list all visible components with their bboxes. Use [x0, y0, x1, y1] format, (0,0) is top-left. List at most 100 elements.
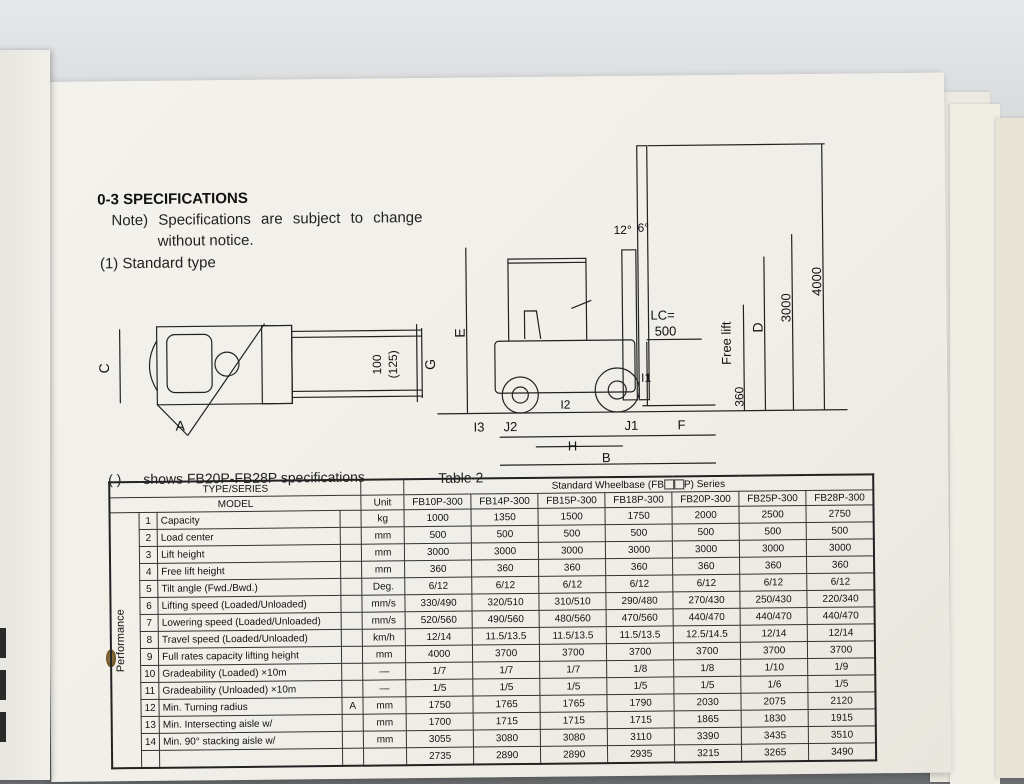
row-value: 1915	[808, 708, 876, 727]
row-number: 14	[141, 733, 160, 751]
row-number: 2	[139, 529, 158, 547]
row-value: 3000	[404, 543, 472, 561]
row-value: 2750	[806, 504, 874, 523]
row-unit: mm	[361, 560, 405, 579]
dim-J2: J2	[504, 419, 518, 434]
dim-I1: I1	[641, 371, 651, 385]
angle-fwd: 12°	[614, 223, 632, 237]
row-flag	[340, 561, 362, 579]
row-item	[159, 748, 343, 768]
row-value: 3110	[607, 727, 675, 746]
row-value: 1/5	[807, 674, 876, 693]
row-value: 1/8	[606, 659, 674, 678]
row-value: 1/6	[740, 675, 809, 694]
row-value: 1/5	[405, 679, 474, 697]
row-value: 270/430	[672, 591, 741, 609]
row-value: 3700	[472, 644, 540, 663]
row-unit: km/h	[362, 628, 406, 647]
row-value: 1715	[607, 710, 675, 729]
row-value: 360	[672, 557, 740, 575]
row-value: 6/12	[806, 572, 875, 591]
row-value: 490/560	[472, 610, 540, 629]
row-value: 500	[672, 523, 740, 541]
lc-label: LC=	[650, 307, 674, 322]
row-flag	[341, 595, 363, 613]
row-item: Lift height	[157, 544, 341, 564]
row-value: 3490	[808, 742, 877, 762]
row-value: 1/8	[673, 659, 741, 677]
row-value: 3390	[674, 727, 742, 745]
row-number: 13	[141, 716, 160, 734]
row-value: 3000	[471, 542, 539, 561]
dim-I2: I2	[560, 398, 570, 412]
row-unit: mm/s	[362, 594, 406, 613]
row-value: 2500	[739, 505, 807, 524]
row-number: 3	[139, 546, 158, 564]
row-value: 1/5	[472, 678, 541, 697]
row-item: Capacity	[157, 510, 341, 530]
dim-G: G	[422, 359, 438, 370]
row-flag	[342, 714, 364, 732]
row-item: Min. Turning radius	[159, 697, 343, 717]
row-unit: mm	[363, 713, 407, 732]
row-flag	[340, 578, 363, 596]
row-value: 1/5	[606, 676, 675, 695]
row-value: 500	[605, 523, 673, 542]
row-number: 11	[140, 682, 160, 700]
row-value: 3700	[673, 642, 741, 660]
row-number: 10	[140, 665, 159, 683]
row-value: 3510	[808, 725, 877, 744]
row-value: 6/12	[672, 574, 740, 592]
row-value: 360	[471, 559, 539, 578]
row-value: 320/510	[472, 593, 540, 612]
row-value: 4000	[405, 645, 473, 663]
row-value: 310/510	[539, 592, 607, 611]
row-value: 250/430	[739, 590, 808, 609]
row-value: 3700	[740, 641, 808, 660]
row-number: 6	[139, 597, 159, 615]
row-value: 1/7	[405, 662, 473, 680]
row-value: 6/12	[471, 576, 540, 595]
row-value: 1350	[471, 508, 539, 527]
row-value: 2030	[674, 693, 742, 711]
row-item: Load center	[157, 527, 341, 547]
dim-360: 360	[732, 386, 746, 406]
row-flag	[341, 663, 363, 681]
row-item: Min. 90° stacking aisle w/	[159, 731, 343, 751]
dim-C: C	[96, 363, 112, 373]
row-value: 1/7	[472, 661, 540, 680]
row-number	[141, 750, 160, 769]
model-col: FB10P-300	[403, 494, 472, 510]
row-unit: mm	[363, 730, 407, 749]
row-value: 1500	[538, 507, 606, 526]
row-flag	[341, 646, 363, 664]
dim-I3: I3	[474, 419, 485, 434]
dim-F: F	[678, 417, 686, 432]
row-value: 2890	[540, 745, 608, 764]
dim-free-lift: Free lift	[719, 321, 734, 365]
unit-header: Unit	[360, 494, 405, 511]
row-value: 1715	[473, 712, 541, 731]
row-value: 1750	[406, 696, 474, 714]
manual-page: 0-3 SPECIFICATIONS Note) Specifications …	[44, 72, 952, 782]
row-value: 520/560	[405, 611, 473, 629]
row-value: 2000	[672, 506, 740, 524]
row-value: 500	[739, 522, 807, 541]
lc-value: 500	[655, 323, 677, 338]
row-value: 3000	[739, 539, 807, 558]
row-value: 440/470	[673, 608, 741, 626]
row-value: 1/10	[740, 658, 808, 677]
row-item: Gradeability (Unloaded) ×10m	[158, 680, 343, 700]
row-value: 2890	[473, 746, 541, 765]
row-value: 1000	[404, 509, 472, 527]
row-value: 12/14	[740, 624, 808, 643]
row-value: 3000	[605, 540, 673, 559]
dim-4000: 4000	[809, 267, 824, 296]
row-value: 3435	[741, 726, 809, 745]
row-value: 1750	[605, 506, 673, 525]
model-col: FB25P-300	[738, 490, 807, 507]
row-value: 360	[605, 557, 673, 576]
dim-A: A	[176, 418, 186, 434]
